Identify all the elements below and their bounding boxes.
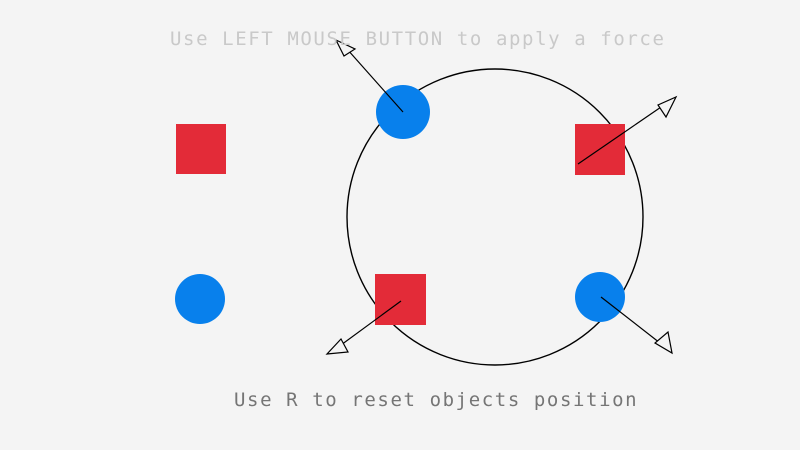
velocity-vector-square-top-right <box>577 95 678 165</box>
hint-apply-force: Use LEFT MOUSE BUTTON to apply a force <box>170 28 666 50</box>
body-square-bottom-center[interactable] <box>375 274 426 325</box>
body-square-top-left[interactable] <box>176 124 226 174</box>
hint-reset-objects: Use R to reset objects position <box>234 389 639 411</box>
velocity-vector-circle-top-center <box>334 38 404 113</box>
velocity-vector-circle-bottom-right <box>600 296 673 355</box>
body-circle-bottom-right[interactable] <box>575 272 625 322</box>
circular-boundary <box>346 68 644 366</box>
velocity-vector-square-bottom-center <box>325 300 402 355</box>
body-circle-bottom-left[interactable] <box>175 274 225 324</box>
